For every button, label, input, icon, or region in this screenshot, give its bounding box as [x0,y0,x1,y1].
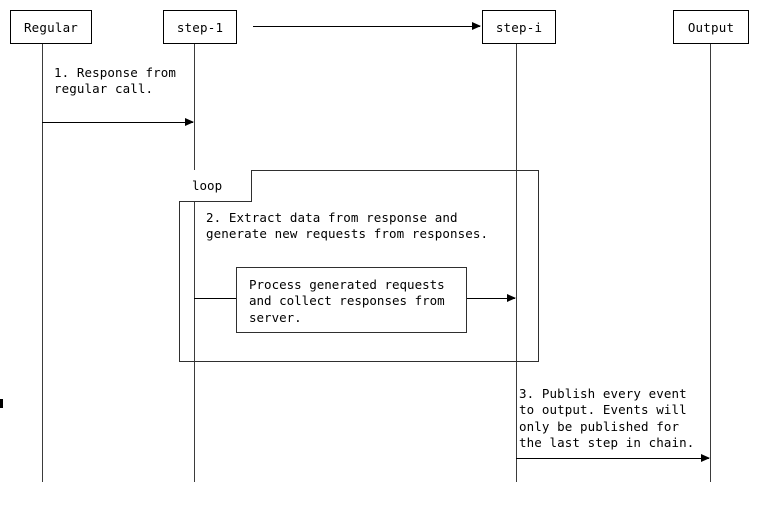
message-label-publish-to-output: 3. Publish every event to output. Events… [519,386,695,450]
loop-fragment [179,170,539,362]
message-label-response-from-regular: 1. Response from regular call. [54,65,177,97]
message-arrow-chain [253,22,481,30]
lifeline-output [710,44,711,482]
participant-output[interactable]: Output [673,10,749,44]
message-arrow-response-from-regular [42,118,194,126]
lifeline-step-1 [194,44,195,482]
loop-fragment-operator-label: loop [179,170,252,202]
edge-artifact [0,399,3,408]
lifeline-step-i [516,44,517,482]
participant-step-1[interactable]: step-1 [163,10,237,44]
lifeline-regular [42,44,43,482]
loop-fragment-body-text: 2. Extract data from response and genera… [206,210,489,242]
participant-step-i[interactable]: step-i [482,10,556,44]
note-process-generated-requests: Process generated requests and collect r… [236,267,467,333]
message-arrow-publish-to-output [516,454,710,462]
participant-regular[interactable]: Regular [10,10,92,44]
